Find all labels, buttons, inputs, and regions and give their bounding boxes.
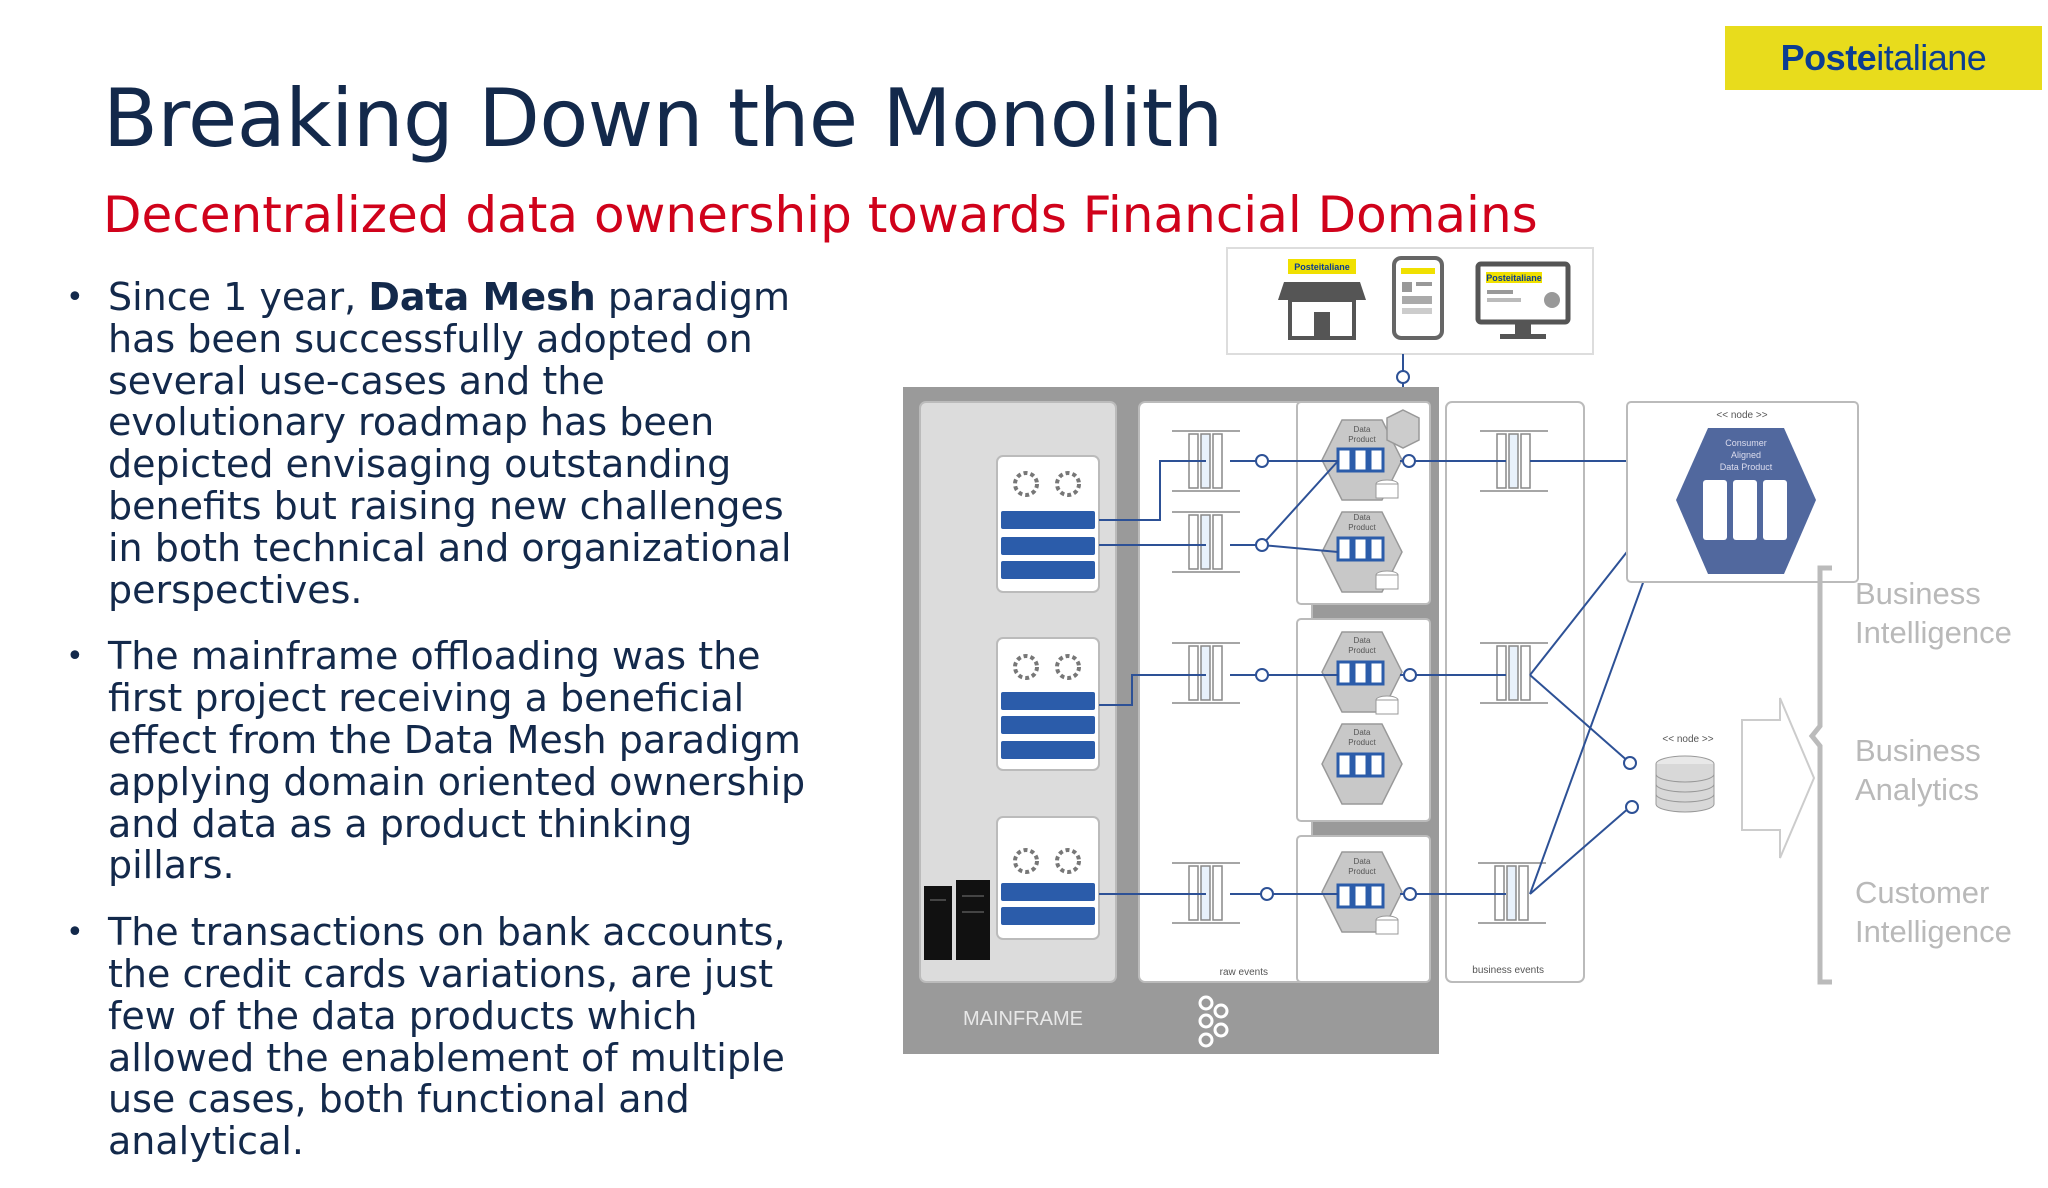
svg-text:Data: Data — [1354, 513, 1371, 522]
logo-text-light: italiane — [1876, 37, 1987, 78]
svg-text:Product: Product — [1348, 646, 1376, 655]
bullet-list: Since 1 year, Data Mesh paradigm has bee… — [66, 275, 806, 1188]
svg-text:Business: Business — [1855, 576, 1981, 611]
data-product: Data Product — [1321, 723, 1403, 805]
svg-text:Product: Product — [1348, 867, 1376, 876]
consumer-aligned-node: << node >> Consumer Aligned Data Product — [1626, 401, 1859, 583]
svg-text:Data Product: Data Product — [1720, 462, 1773, 472]
mainframe-label: MAINFRAME — [963, 1008, 1083, 1030]
svg-text:Product: Product — [1348, 523, 1376, 532]
svg-text:Data: Data — [1354, 425, 1371, 434]
page-title: Breaking Down the Monolith — [103, 72, 1223, 165]
svg-text:raw events: raw events — [1220, 967, 1268, 978]
svg-text:Business: Business — [1855, 733, 1981, 768]
svg-text:<< node >>: << node >> — [1716, 410, 1767, 421]
svg-text:Intelligence: Intelligence — [1855, 914, 2012, 949]
svg-text:Product: Product — [1348, 738, 1376, 747]
svg-text:Product: Product — [1348, 435, 1376, 444]
web-monitor-icon: Posteitaliane — [1475, 261, 1571, 339]
logo-text-bold: Poste — [1780, 37, 1877, 78]
architecture-diagram: Posteitaliane Posteitaliane MAIN — [903, 247, 2012, 1054]
flow-arrow-icon — [1741, 697, 1816, 859]
highlight-term: Data Mesh — [368, 275, 596, 319]
bullet-item: The transactions on bank accounts, the c… — [66, 911, 806, 1163]
svg-text:Aligned: Aligned — [1731, 450, 1761, 460]
mainframe-app — [996, 637, 1100, 771]
data-product: Data Product — [1321, 851, 1403, 935]
mainframe-app — [996, 816, 1100, 940]
svg-text:business events: business events — [1472, 965, 1544, 976]
store-icon: Posteitaliane — [1278, 259, 1366, 340]
bullet-item: The mainframe offloading was the first p… — [66, 635, 806, 887]
database-node: << node >> — [1655, 734, 1715, 813]
mobile-icon — [1392, 256, 1444, 340]
svg-text:Posteitaliane: Posteitaliane — [1486, 273, 1542, 283]
svg-text:Analytics: Analytics — [1855, 772, 1979, 807]
kafka-icon — [1198, 995, 1229, 1048]
svg-text:Posteitaliane: Posteitaliane — [1294, 262, 1350, 272]
data-product: Data Product — [1321, 631, 1403, 715]
svg-text:Data: Data — [1354, 728, 1371, 737]
svg-text:Customer: Customer — [1855, 875, 1989, 910]
svg-text:Intelligence: Intelligence — [1855, 615, 2012, 650]
bracket-divider — [1808, 565, 1832, 985]
bullet-item: Since 1 year, Data Mesh paradigm has bee… — [66, 275, 806, 611]
page-subtitle: Decentralized data ownership towards Fin… — [103, 186, 1538, 244]
channels-panel: Posteitaliane Posteitaliane — [1226, 247, 1594, 355]
svg-text:Data: Data — [1354, 857, 1371, 866]
data-product: Data Product — [1321, 511, 1403, 593]
svg-text:Data: Data — [1354, 636, 1371, 645]
svg-text:<< node >>: << node >> — [1662, 734, 1713, 745]
use-case-labels: Business Intelligence Business Analytics… — [1855, 576, 2012, 949]
mainframe-app — [996, 455, 1100, 593]
svg-text:Consumer: Consumer — [1725, 438, 1767, 448]
server-rack-icon — [924, 880, 990, 960]
